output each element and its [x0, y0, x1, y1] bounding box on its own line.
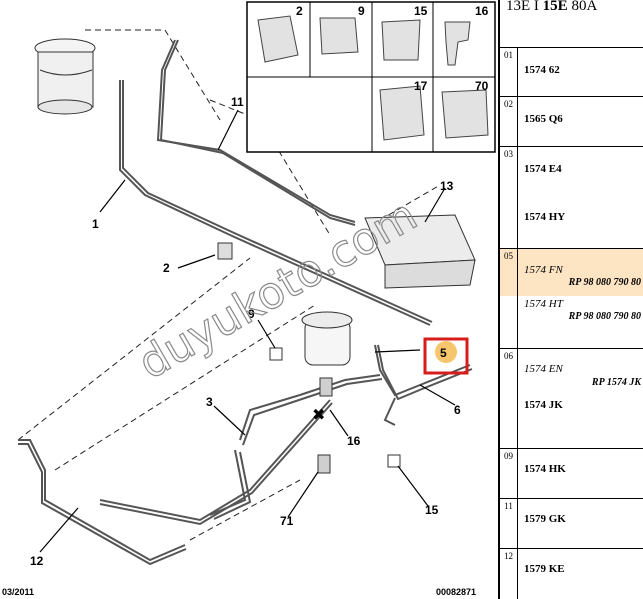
row-index: 02	[500, 97, 518, 147]
parts-list-panel: 13E I 15E 80A 01 1574 62 02 1565 Q6 03 1…	[498, 0, 643, 599]
callout-11: 11	[231, 95, 244, 109]
harness-3	[209, 374, 383, 520]
clip-2	[217, 242, 233, 260]
callout-16: 16	[347, 434, 361, 448]
footer-date: 03/2011	[2, 587, 34, 597]
part-row-02[interactable]: 02 1565 Q6	[500, 96, 643, 147]
header-plain: 13E I	[506, 0, 539, 12]
canister-13	[364, 214, 476, 289]
outlet-pipe	[374, 344, 473, 426]
callout-71: 71	[280, 514, 294, 528]
part-ref: RP 98 080 790 80	[568, 277, 641, 288]
callout-13: 13	[440, 179, 454, 193]
part-row-01[interactable]: 01 1574 62	[500, 47, 643, 97]
part-code: 1574 HY	[524, 211, 566, 223]
row-index: 12	[500, 549, 518, 599]
row-index: 05	[500, 249, 518, 349]
fuel-pump-module	[34, 38, 96, 115]
part-code: 1579 GK	[524, 513, 566, 525]
part-row-06[interactable]: 06 1574 EN RP 1574 JK 1574 JK	[500, 348, 643, 449]
row-index: 11	[500, 499, 518, 549]
return-tube	[119, 80, 433, 326]
inset-parts-grid: 2 9 15 16 17 70	[246, 1, 496, 153]
part-row-09[interactable]: 09 1574 HK	[500, 448, 643, 499]
part-code: 1579 KE	[524, 563, 565, 575]
fuel-filter	[301, 311, 353, 366]
tile-label-16: 16	[475, 4, 489, 18]
callout-3: 3	[206, 395, 213, 409]
cross-marker-icon: ✖	[312, 405, 325, 424]
square-marker-15	[387, 454, 401, 468]
part-code: 1574 FN	[524, 264, 563, 276]
part-code: 1574 EN	[524, 363, 563, 375]
callout-5[interactable]: 5	[440, 346, 447, 360]
tile-label-2: 2	[296, 4, 303, 18]
clip-16	[319, 377, 333, 397]
clip-71	[317, 454, 331, 474]
part-code: 1574 HK	[524, 463, 566, 475]
part-code: 1574 E4	[524, 163, 562, 175]
part-ref: RP 1574 JK	[591, 377, 641, 388]
row-highlight	[500, 249, 643, 296]
row-index: 01	[500, 48, 518, 97]
lower-pipe	[18, 399, 333, 566]
part-code: 1574 JK	[524, 399, 563, 411]
callout-15: 15	[425, 503, 439, 517]
tile-label-15: 15	[414, 4, 428, 18]
header-bold: 15E	[542, 0, 568, 12]
tile-label-70: 70	[475, 79, 489, 93]
tile-label-17: 17	[414, 79, 428, 93]
footer-ref: 00082871	[436, 587, 476, 597]
part-code: 1574 HT	[524, 298, 563, 310]
callout-9: 9	[248, 307, 255, 321]
panel-header: 13E I 15E 80A	[500, 0, 643, 12]
row-index: 06	[500, 349, 518, 449]
header-tail: 80A	[571, 0, 598, 12]
callout-6: 6	[454, 403, 461, 417]
square-marker-9	[269, 347, 283, 361]
part-row-12[interactable]: 12 1579 KE	[500, 548, 643, 599]
callout-5-marker	[435, 341, 457, 363]
part-code: 1565 Q6	[524, 113, 563, 125]
part-ref: RP 98 080 790 80	[568, 311, 641, 322]
part-code: 1574 62	[524, 64, 560, 76]
row-index: 03	[500, 147, 518, 249]
callout-5-highlight-box	[423, 337, 469, 375]
callout-12: 12	[30, 554, 44, 568]
fuel-line-diagram: ✖ 1 2 3 6 9 11 12 13 15 16 71 5	[2, 1, 496, 597]
leader-lines	[39, 109, 456, 553]
part-row-03[interactable]: 03 1574 E4 1574 HY	[500, 146, 643, 249]
tile-label-9: 9	[358, 4, 365, 18]
callout-2: 2	[163, 261, 170, 275]
row-index: 09	[500, 449, 518, 499]
part-row-11[interactable]: 11 1579 GK	[500, 498, 643, 549]
part-row-05[interactable]: 05 1574 FN RP 98 080 790 80 1574 HT RP 9…	[500, 248, 643, 349]
callout-1: 1	[92, 217, 99, 231]
feed-tube	[156, 39, 356, 226]
